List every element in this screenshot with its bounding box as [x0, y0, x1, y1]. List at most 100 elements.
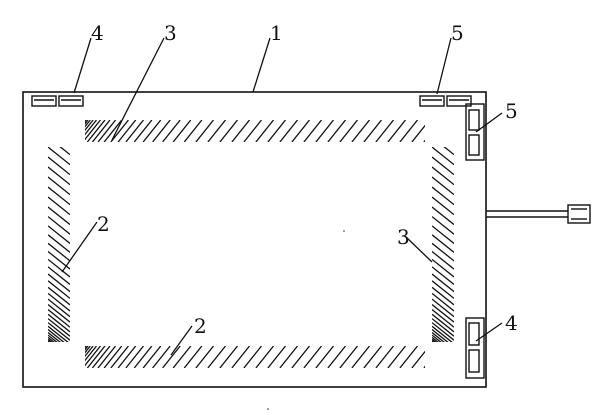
panel-outline: [22, 91, 487, 388]
bottom-electrode-strip: [85, 346, 425, 368]
hatch-line: [91, 120, 111, 142]
hatch-line: [48, 225, 70, 244]
hatch-line: [48, 166, 70, 186]
hatch-line: [48, 127, 70, 145]
hatch-line: [103, 346, 123, 368]
hatch-line: [231, 346, 251, 368]
callout-2-bottom: 2: [194, 314, 207, 338]
speck: [267, 408, 269, 410]
callout-4-bottom-right: 4: [505, 311, 518, 335]
hatch-line: [315, 346, 335, 368]
hatch-line: [142, 120, 162, 142]
hatch-line: [327, 120, 347, 142]
hatch-line: [351, 120, 371, 142]
hatch-line: [432, 176, 454, 196]
hatch-line: [162, 120, 181, 142]
hatch-line: [432, 292, 454, 312]
hatch-line: [48, 292, 70, 312]
hatch-line: [152, 346, 171, 368]
hatch-line: [48, 325, 69, 342]
hatch-line: [327, 346, 347, 368]
hatch-line: [48, 309, 70, 328]
left-electrode-strip: [48, 127, 70, 342]
hatch-line: [432, 341, 434, 342]
hatch-line: [432, 166, 454, 186]
hatch-line: [85, 120, 87, 123]
hatch-line: [243, 120, 263, 142]
hatch-line: [85, 120, 101, 141]
hatch-line: [432, 336, 439, 342]
hatch-line: [48, 196, 70, 216]
hatch-line: [279, 120, 299, 142]
hatch-line: [432, 250, 454, 270]
callout-5-right: 5: [505, 99, 518, 123]
hatch-line: [411, 350, 425, 368]
hatch-line: [48, 334, 58, 342]
hatch-line: [85, 120, 98, 136]
hatch-line: [110, 346, 129, 368]
hatch-line: [117, 120, 137, 142]
hatch-line: [85, 346, 98, 362]
hatch-line: [399, 346, 419, 368]
hatch-line: [91, 346, 111, 368]
hatch-line: [363, 346, 383, 368]
hatch-line: [85, 120, 91, 128]
hatch-line: [279, 346, 299, 368]
hatch-line: [291, 346, 311, 368]
hatch-line: [48, 250, 70, 270]
hatch-line: [86, 120, 106, 142]
hatch-line: [48, 313, 70, 333]
callout-1: 1: [270, 21, 283, 45]
hatch-line: [432, 258, 454, 278]
leader-5-top-right: [436, 37, 452, 95]
hatch-line: [48, 286, 70, 306]
hatch-line: [48, 234, 70, 253]
hatch-line: [48, 156, 70, 176]
hatch-line: [432, 280, 454, 299]
hatch-line: [59, 147, 70, 156]
hatch-line: [255, 120, 275, 142]
hatch-line: [85, 346, 87, 349]
hatch-line: [432, 334, 442, 342]
leader-3-right: [404, 235, 433, 263]
hatch-line: [183, 120, 203, 142]
hatch-line: [315, 120, 335, 142]
hatch-line: [291, 120, 311, 142]
hatch-line: [48, 273, 70, 293]
hatch-line: [432, 225, 454, 244]
hatch-line: [387, 346, 407, 368]
hatch-line: [423, 139, 425, 142]
hatch-line: [432, 318, 454, 337]
hatch-line: [432, 242, 454, 262]
hatch-line: [351, 346, 371, 368]
hatch-line: [125, 346, 145, 368]
hatch-line: [162, 346, 181, 368]
right-electrode-strip: [432, 147, 454, 342]
hatch-line: [195, 346, 215, 368]
leader-3-top: [111, 37, 165, 141]
hatch-line: [432, 286, 454, 306]
hatch-line: [133, 346, 153, 368]
hatch-line: [110, 120, 129, 142]
hatch-line: [85, 120, 94, 132]
hatch-line: [117, 346, 137, 368]
hatch-line: [48, 340, 51, 342]
hatch-line: [432, 298, 454, 318]
hatch-line: [432, 329, 449, 342]
hatch-line: [172, 346, 192, 368]
hatch-line: [207, 346, 227, 368]
speck: [343, 230, 345, 232]
hatch-line: [97, 120, 117, 142]
hatch-line: [48, 341, 50, 342]
hatch-line: [399, 120, 419, 142]
hatch-line: [85, 346, 91, 354]
hatch-line: [48, 331, 61, 342]
hatch-line: [133, 120, 153, 142]
hatch-line: [172, 120, 192, 142]
hatch-line: [375, 346, 395, 368]
hatch-line: [432, 331, 445, 342]
leader-4-top-left: [73, 37, 92, 94]
connector-block-right-lower: [465, 317, 485, 379]
hatch-line: [432, 313, 454, 333]
hatch-line: [48, 176, 70, 196]
